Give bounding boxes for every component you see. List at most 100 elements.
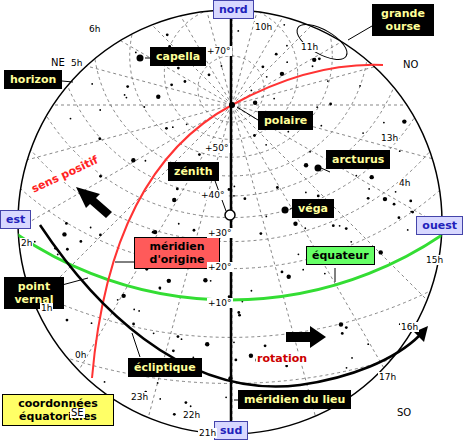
- star-dot: [34, 241, 36, 243]
- star-dot: [158, 287, 161, 290]
- star-dot: [233, 341, 235, 343]
- star-dot: [237, 311, 240, 314]
- star-dot: [367, 343, 369, 345]
- hour-line: [232, 105, 463, 442]
- star-dot: [124, 94, 126, 96]
- star-dot: [135, 52, 137, 54]
- coordinate-label: +20°: [207, 262, 233, 272]
- star-dot: [65, 222, 68, 225]
- star-dot: [286, 61, 288, 63]
- star-dot: [355, 175, 357, 177]
- star-dot: [177, 335, 180, 338]
- star-dot: [66, 248, 69, 251]
- node-text: nord: [219, 3, 248, 16]
- star-dot: [233, 186, 235, 188]
- star-dot: [172, 126, 174, 128]
- star-dot: [304, 163, 308, 167]
- star-dot: [170, 83, 173, 86]
- coordinate-label: +70°: [206, 46, 232, 56]
- rotation-label: rotation: [256, 352, 308, 365]
- star-dot: [286, 45, 288, 47]
- star-dot: [159, 288, 161, 290]
- star-dot: [393, 203, 396, 206]
- star-dot: [339, 322, 343, 326]
- cardinal-box: ouest: [416, 216, 463, 235]
- star-dot: [91, 83, 93, 85]
- star-dot: [221, 65, 223, 67]
- coordinate-label: +50°: [204, 143, 230, 153]
- star-dot: [193, 229, 196, 232]
- star-dot: [237, 30, 239, 32]
- hour-line: [77, 0, 232, 105]
- star-dot: [104, 381, 106, 383]
- coordinate-label: 1h: [40, 303, 53, 313]
- star-dot: [265, 216, 267, 218]
- star-dot: [287, 275, 291, 279]
- star-dot: [165, 127, 168, 130]
- star-dot: [409, 200, 412, 203]
- rotation-arrow: [286, 326, 326, 348]
- hour-line: [232, 0, 463, 105]
- star-dot: [261, 65, 264, 68]
- star-dot: [233, 195, 235, 197]
- star-dot: [234, 358, 237, 361]
- star-dot: [62, 232, 66, 236]
- star-dot: [369, 175, 373, 179]
- star-dot: [345, 326, 348, 329]
- coordinate-label: 22h: [182, 410, 201, 420]
- coordinate-label: +10°: [207, 298, 233, 308]
- star-dot: [156, 95, 160, 99]
- star-dot: [304, 227, 306, 229]
- star-dot: [253, 101, 257, 105]
- coordinate-label: 5h: [70, 58, 83, 68]
- star-dot: [190, 405, 192, 407]
- star-dot: [121, 294, 125, 298]
- hour-line: [232, 105, 463, 260]
- ecliptic-box: écliptique: [128, 358, 202, 377]
- coordinate-label: 4h: [398, 178, 411, 188]
- hour-line: [232, 0, 463, 105]
- star-dot: [341, 332, 344, 335]
- star-dot: [253, 134, 256, 137]
- constellation-box: grande ourse: [372, 4, 434, 36]
- star-dot: [411, 211, 414, 214]
- star-dot: [66, 319, 69, 322]
- star-dot: [316, 106, 318, 108]
- star-dot: [198, 153, 201, 156]
- coordinate-label: 16h: [400, 322, 419, 332]
- star-dot: [99, 109, 101, 111]
- star-dot: [395, 191, 397, 193]
- star-dot: [131, 158, 135, 162]
- star-dot: [210, 280, 212, 282]
- star-dot: [346, 367, 348, 369]
- star-dot: [181, 338, 183, 340]
- star-dot: [145, 160, 147, 162]
- star-dot: [379, 250, 383, 254]
- star-dot: [138, 310, 140, 312]
- star-dot: [281, 270, 284, 273]
- star-dot: [203, 278, 207, 282]
- node-text: polaire: [264, 114, 307, 127]
- star-dot: [249, 354, 253, 358]
- star-box: véga: [292, 199, 334, 218]
- coordinate-label: 11h: [300, 42, 319, 52]
- node-text: écliptique: [134, 361, 196, 374]
- star-dot: [362, 132, 364, 134]
- hour-line: [0, 0, 232, 105]
- star-dot: [167, 279, 171, 283]
- star-dot: [329, 103, 332, 106]
- star-dot: [186, 123, 188, 125]
- hour-line: [77, 105, 232, 442]
- star-dot: [398, 216, 401, 219]
- star-dot: [184, 401, 187, 404]
- star-dot: [117, 299, 119, 301]
- star-dot: [208, 73, 211, 76]
- star-dot: [318, 57, 321, 60]
- star-dot: [407, 229, 409, 231]
- star-arcturus: [315, 165, 322, 172]
- star-dot: [367, 197, 370, 200]
- star-dot: [205, 342, 209, 346]
- star-dot: [132, 323, 135, 326]
- star-dot: [99, 234, 102, 237]
- star-dot: [159, 398, 161, 400]
